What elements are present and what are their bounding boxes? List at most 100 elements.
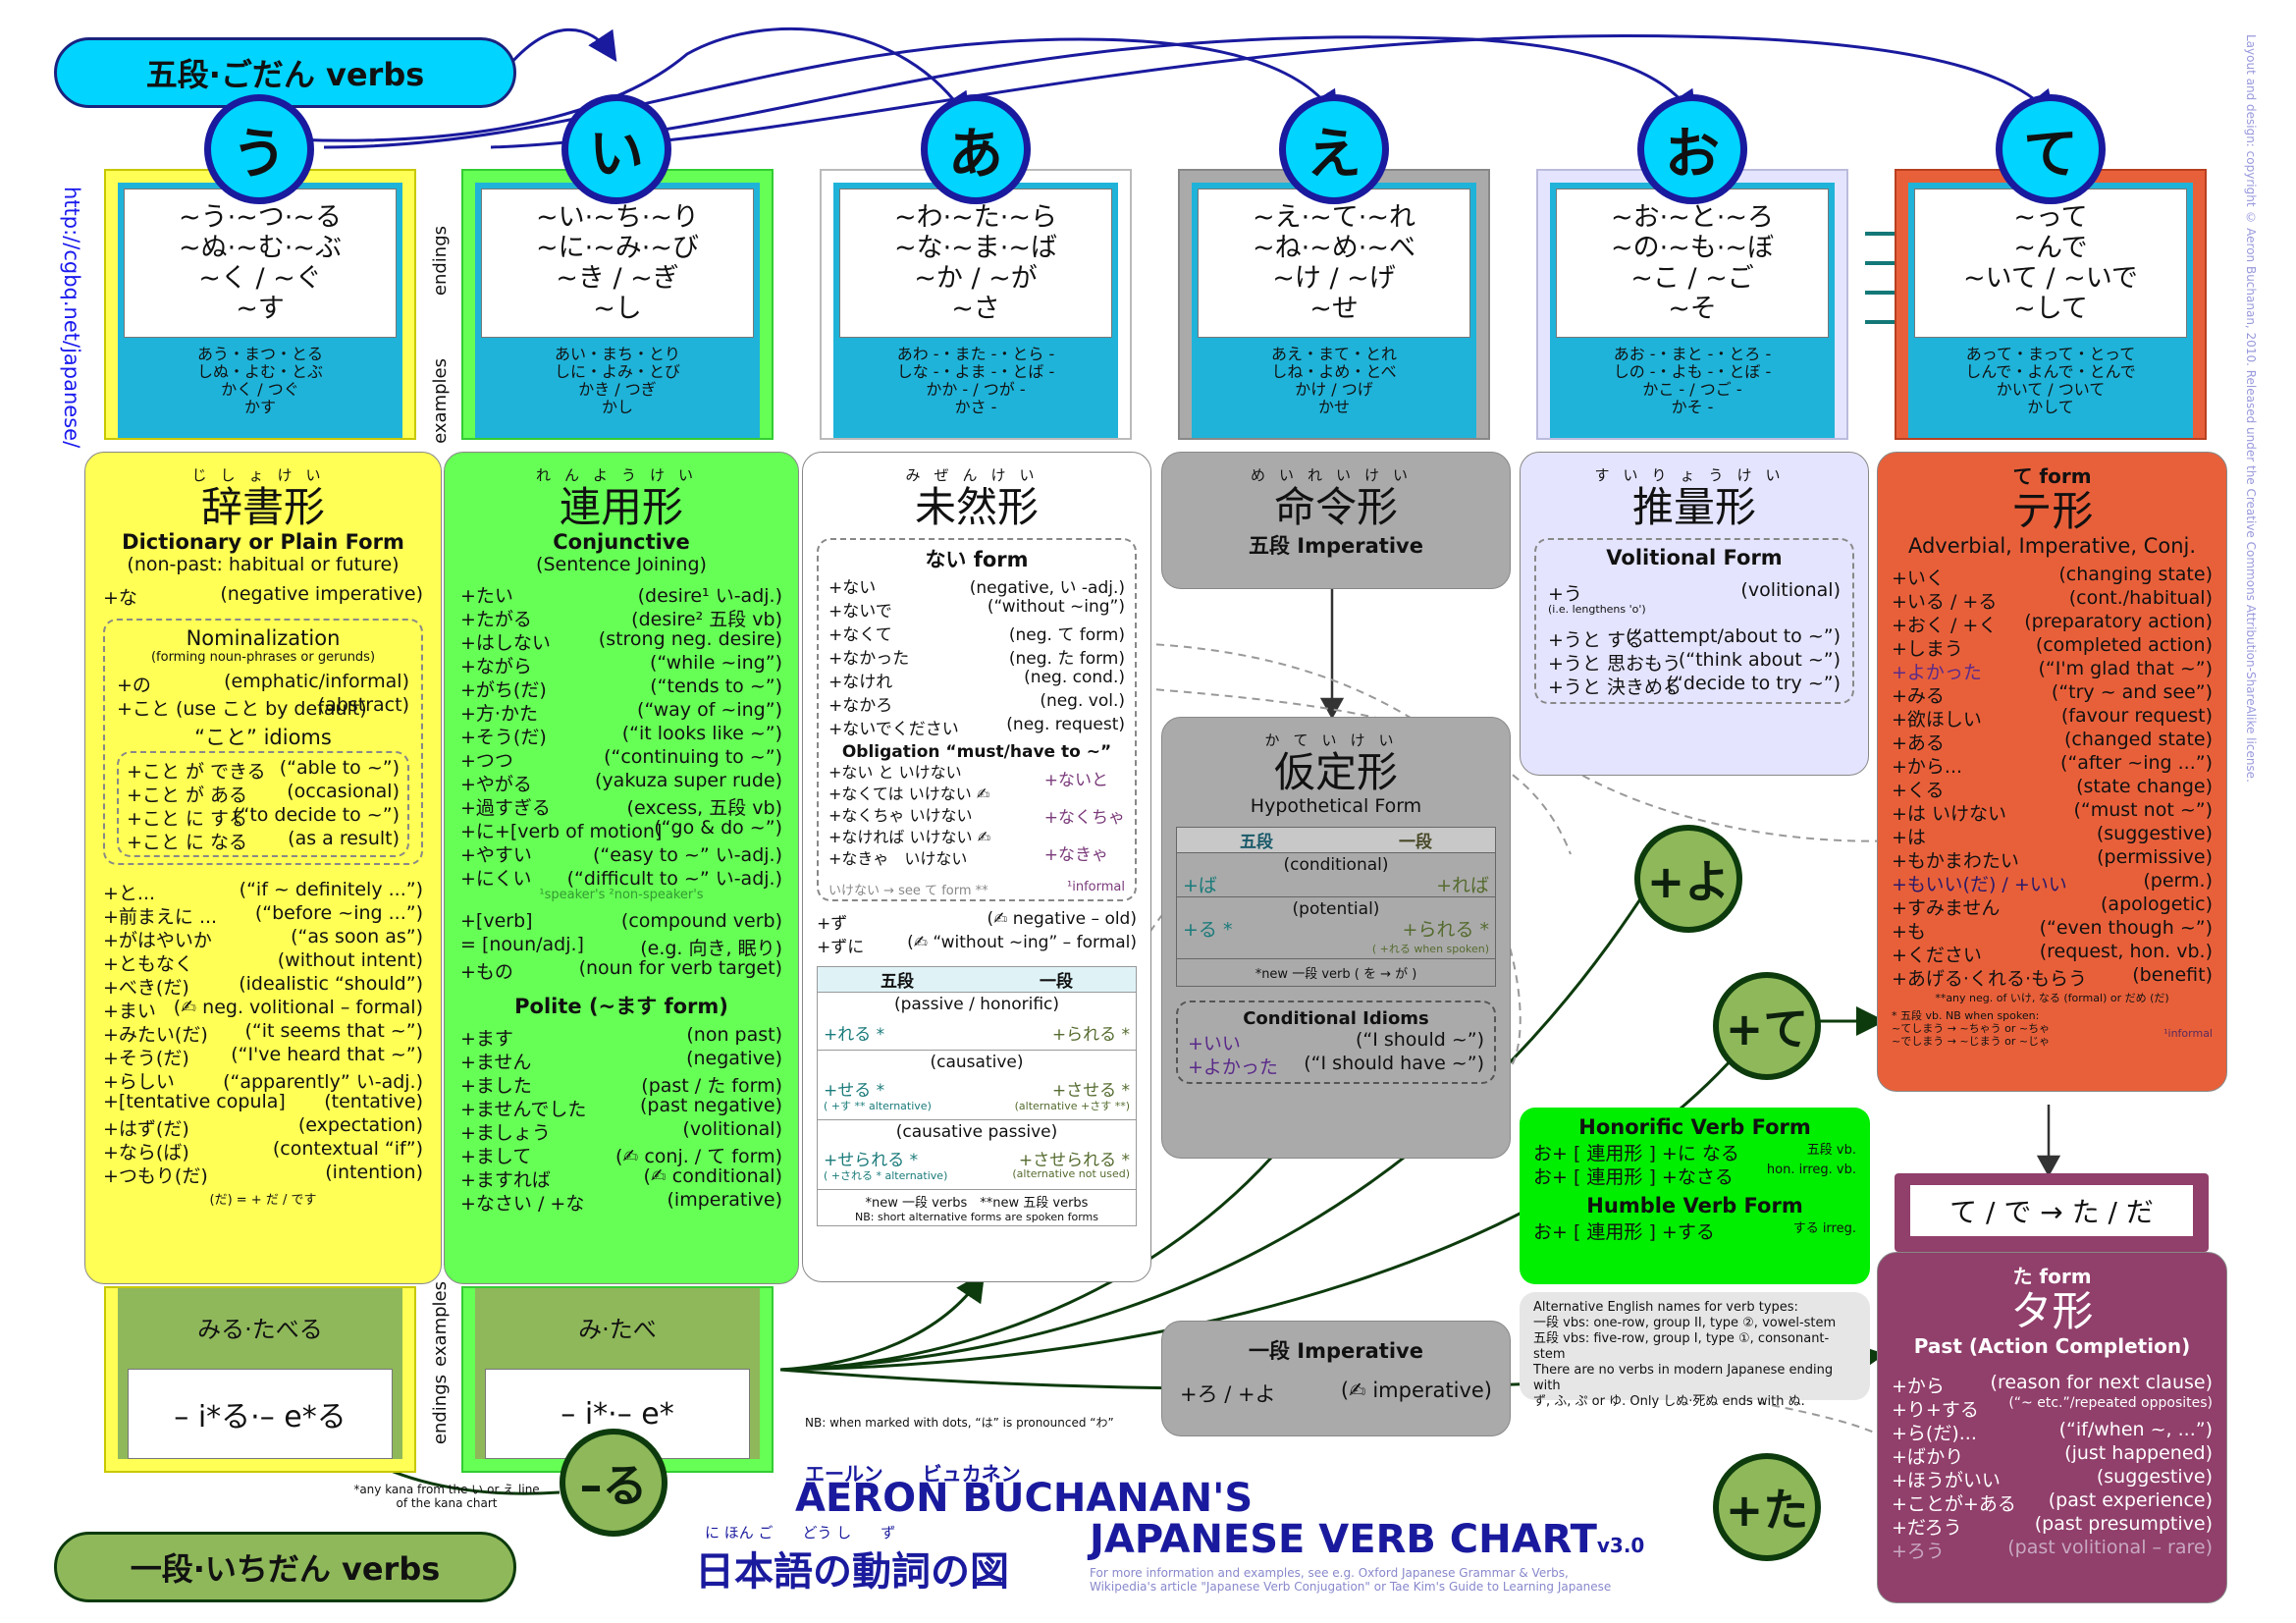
ichidan-example-conjunctive: み·たべ [578,1316,657,1343]
endings-card-e: ~え·~て·~れ~ね·~め·~べ~け / ~げ~せ あえ・まて・とれしね・よめ・… [1178,169,1490,440]
ru-drop-circle: –る [560,1429,667,1537]
te-row: +すみません(apologetic) [1892,893,2213,919]
ichidan-ending-dictionary: – i*る·– e*る [128,1369,393,1459]
examples-a: あわ -・また -・とら -しな -・よま -・とば -かか - / つが -か… [896,345,1055,416]
conjunctive-row: +にくい(“difficult to ~” い-adj.) [460,868,782,890]
te-row: +もかまわたい(permissive) [1892,846,2213,872]
conjunctive-kanji: 連用形 [559,483,683,531]
honorific-humble-panel: Honorific Verb Form お+ [ 連用形 ] +に なる五段 v… [1520,1108,1870,1284]
copula-note: (だ) = + だ / です [209,1193,317,1208]
nominalization-row: +こと (use こと by default)(abstract) [117,694,409,720]
spoken-forms-note: NB: short alternative forms are spoken f… [855,1211,1098,1223]
volitional-form-panel: すいりょうけい 推量形 Volitional Form +う(volitiona… [1520,452,1869,776]
obligation-note: いけない → see て form ** [828,884,988,898]
te-row: +もいい(だ) / +いい(perm.) [1892,870,2213,895]
nai-row: +ないでください(neg. request) [828,715,1125,739]
koto-idioms-box: +こと が できる(“able to ~”) +こと が ある(occasion… [117,751,409,857]
te-row: +欲ほしい(favour request) [1892,705,2213,730]
te-form-kanji: テ形 [2010,487,2094,535]
conjunctive-row: +ながら(“while ~ing”) [460,652,782,677]
causative-passive-ichidan: +させられる * [1018,1151,1130,1170]
kana-circle-i: い [561,94,671,204]
more-info-note: For more information and examples, see e… [1090,1566,1612,1594]
ta-form-title: Past (Action Completion) [1913,1334,2191,1358]
volitional-ruby: すいりょうけい [1594,466,1794,484]
dictionary-row: +[tentative copula](tentative) [103,1091,423,1112]
causative-ichidan: +させる * [1051,1081,1130,1101]
ichidan-card-conjunctive: み·たべ – i*·– e* [461,1286,774,1473]
te-row: +みる(“try ~ and see”) [1892,681,2213,707]
koto-idiom-row: +こと に する(“to decide to ~”) [127,804,400,830]
polite-row: +なさい / +な(imperative) [460,1189,782,1215]
kana-circle-te: て [1996,94,2106,204]
examples-u: あう・まつ・とるしぬ・よむ・とぶかく / つぐかす [196,345,323,416]
dictionary-row: +な(negative imperative) [103,583,423,609]
voice-table: 五段 一段 (passive / honorific) +れる * +られる *… [817,966,1137,1226]
ta-row: +ら(だ)...(“if/when ~, ...”) [1892,1419,2213,1444]
humble-title: Humble Verb Form [1586,1194,1803,1217]
volitional-note: (i.e. lengthens 'o') [1548,603,1646,616]
te-row: +ある(changed state) [1892,729,2213,754]
yo-circle: +よ [1634,825,1742,933]
te-row: +しまう(completed action) [1892,634,2213,660]
dictionary-ruby: じしょけい [191,466,335,484]
table-head-ichidan: 一段 [1040,972,1073,992]
kana-circle-a: あ [921,94,1031,204]
polite-row: +ましょう(volitional) [460,1118,782,1144]
causative-passive-godan: +せられる * [824,1151,919,1170]
imperative-kanji: 命令形 [1273,483,1398,531]
website-url[interactable]: http://cgbq.net/japanese/ [60,187,83,449]
dictionary-row: +前まえに ...(“before ~ing ...”) [103,902,423,928]
ichidan-imperative-row: +ろ / +よ(✍ imperative) [1180,1379,1492,1406]
te-row: +ください(request, hon. vb.) [1892,941,2213,966]
obligation-alt-list: +ないと+なくちゃ+なきゃ [1043,771,1125,865]
conditional-godan: +ば [1183,875,1217,896]
nai-form-title: ない form [925,548,1029,571]
volitional-row: +うと する(“attempt/about to ~”) [1548,625,1841,651]
credit-notice: Layout and design: copyright © Aeron Buc… [2244,34,2258,783]
dictionary-row: +べき(だ)(idealistic “should”) [103,973,423,999]
causative-passive-ichidan-note: (alternative not used) [1012,1167,1130,1180]
causative-godan-note: ( +す ** alternative) [824,1100,932,1112]
honorific-title: Honorific Verb Form [1578,1115,1811,1139]
nominalization-box: Nominalization (forming noun-phrases or … [103,619,423,865]
volitional-row: +うと 思おもう(“think about ~”) [1548,649,1841,675]
te-row: +は いけない(“must not ~”) [1892,799,2213,825]
te-any-neg-note: **any neg. of いけ, なる (formal) or だめ (だ) [1935,992,2169,1004]
passive-godan: +れる * [824,1025,885,1045]
causative-passive-label: (causative passive) [895,1122,1058,1142]
ichidan-card-dictionary: みる·たべる – i*る·– e*る [104,1286,416,1473]
volitional-row: +う(volitional) [1548,579,1841,605]
polite-row: +ません(negative) [460,1048,782,1073]
endings-list-te: ~って~んで~いて / ~いで~して [1914,189,2187,338]
conjunctive-ruby: れんようけい [535,466,707,484]
dictionary-row: +ともなく(without intent) [103,949,423,975]
hyp-head-ichidan: 一段 [1399,833,1432,852]
potential-note: ( +れる when spoken) [1371,943,1489,955]
examples-side-label: examples [430,358,451,444]
conjunctive-row: +つつ(“continuing to ~”) [460,746,782,772]
kana-circle-o: お [1637,94,1747,204]
irrealis-kanji: 未然形 [914,483,1039,531]
kana-circle-e: え [1279,94,1389,204]
kana-circle-u: う [204,94,314,204]
conjunctive-row: +そう(だ)(“it looks like ~”) [460,723,782,748]
ha-pronunciation-note: NB: when marked with dots, “は” is pronou… [805,1416,1114,1430]
ta-form-panel: た form タ形 Past (Action Completion) +から(r… [1877,1252,2227,1603]
polite-row: +ます(non past) [460,1024,782,1050]
new-ichidan-note: *new 一段 verb ( を → が ) [1177,958,1495,986]
japanese-title-ruby: に ほん ご どう し ず [705,1524,896,1542]
dictionary-row: +みたい(だ)(“it seems that ~”) [103,1020,423,1046]
author-title: AERON BUCHANAN'S [795,1476,1254,1521]
causative-ichidan-note: (alternative +さす **) [1014,1100,1130,1112]
koto-idiom-row: +こと が ある(occasional) [127,781,400,806]
conjunctive-row: +[verb](compound verb) [460,910,782,932]
dictionary-row: +まい(✍ neg. volitional – formal) [103,997,423,1022]
conjunctive-title: Conjunctive [553,530,690,554]
causative-godan: +せる * [824,1081,885,1101]
examples-o: あお -・まと -・とろ -しの -・よも -・とぼ -かこ - / つご -か… [1613,345,1772,416]
conjunctive-row: +やすい(“easy to ~” い-adj.) [460,844,782,866]
nai-row: +ないで(“without ~ing”) [828,597,1125,622]
ta-row: +から(reason for next clause) [1892,1372,2213,1397]
